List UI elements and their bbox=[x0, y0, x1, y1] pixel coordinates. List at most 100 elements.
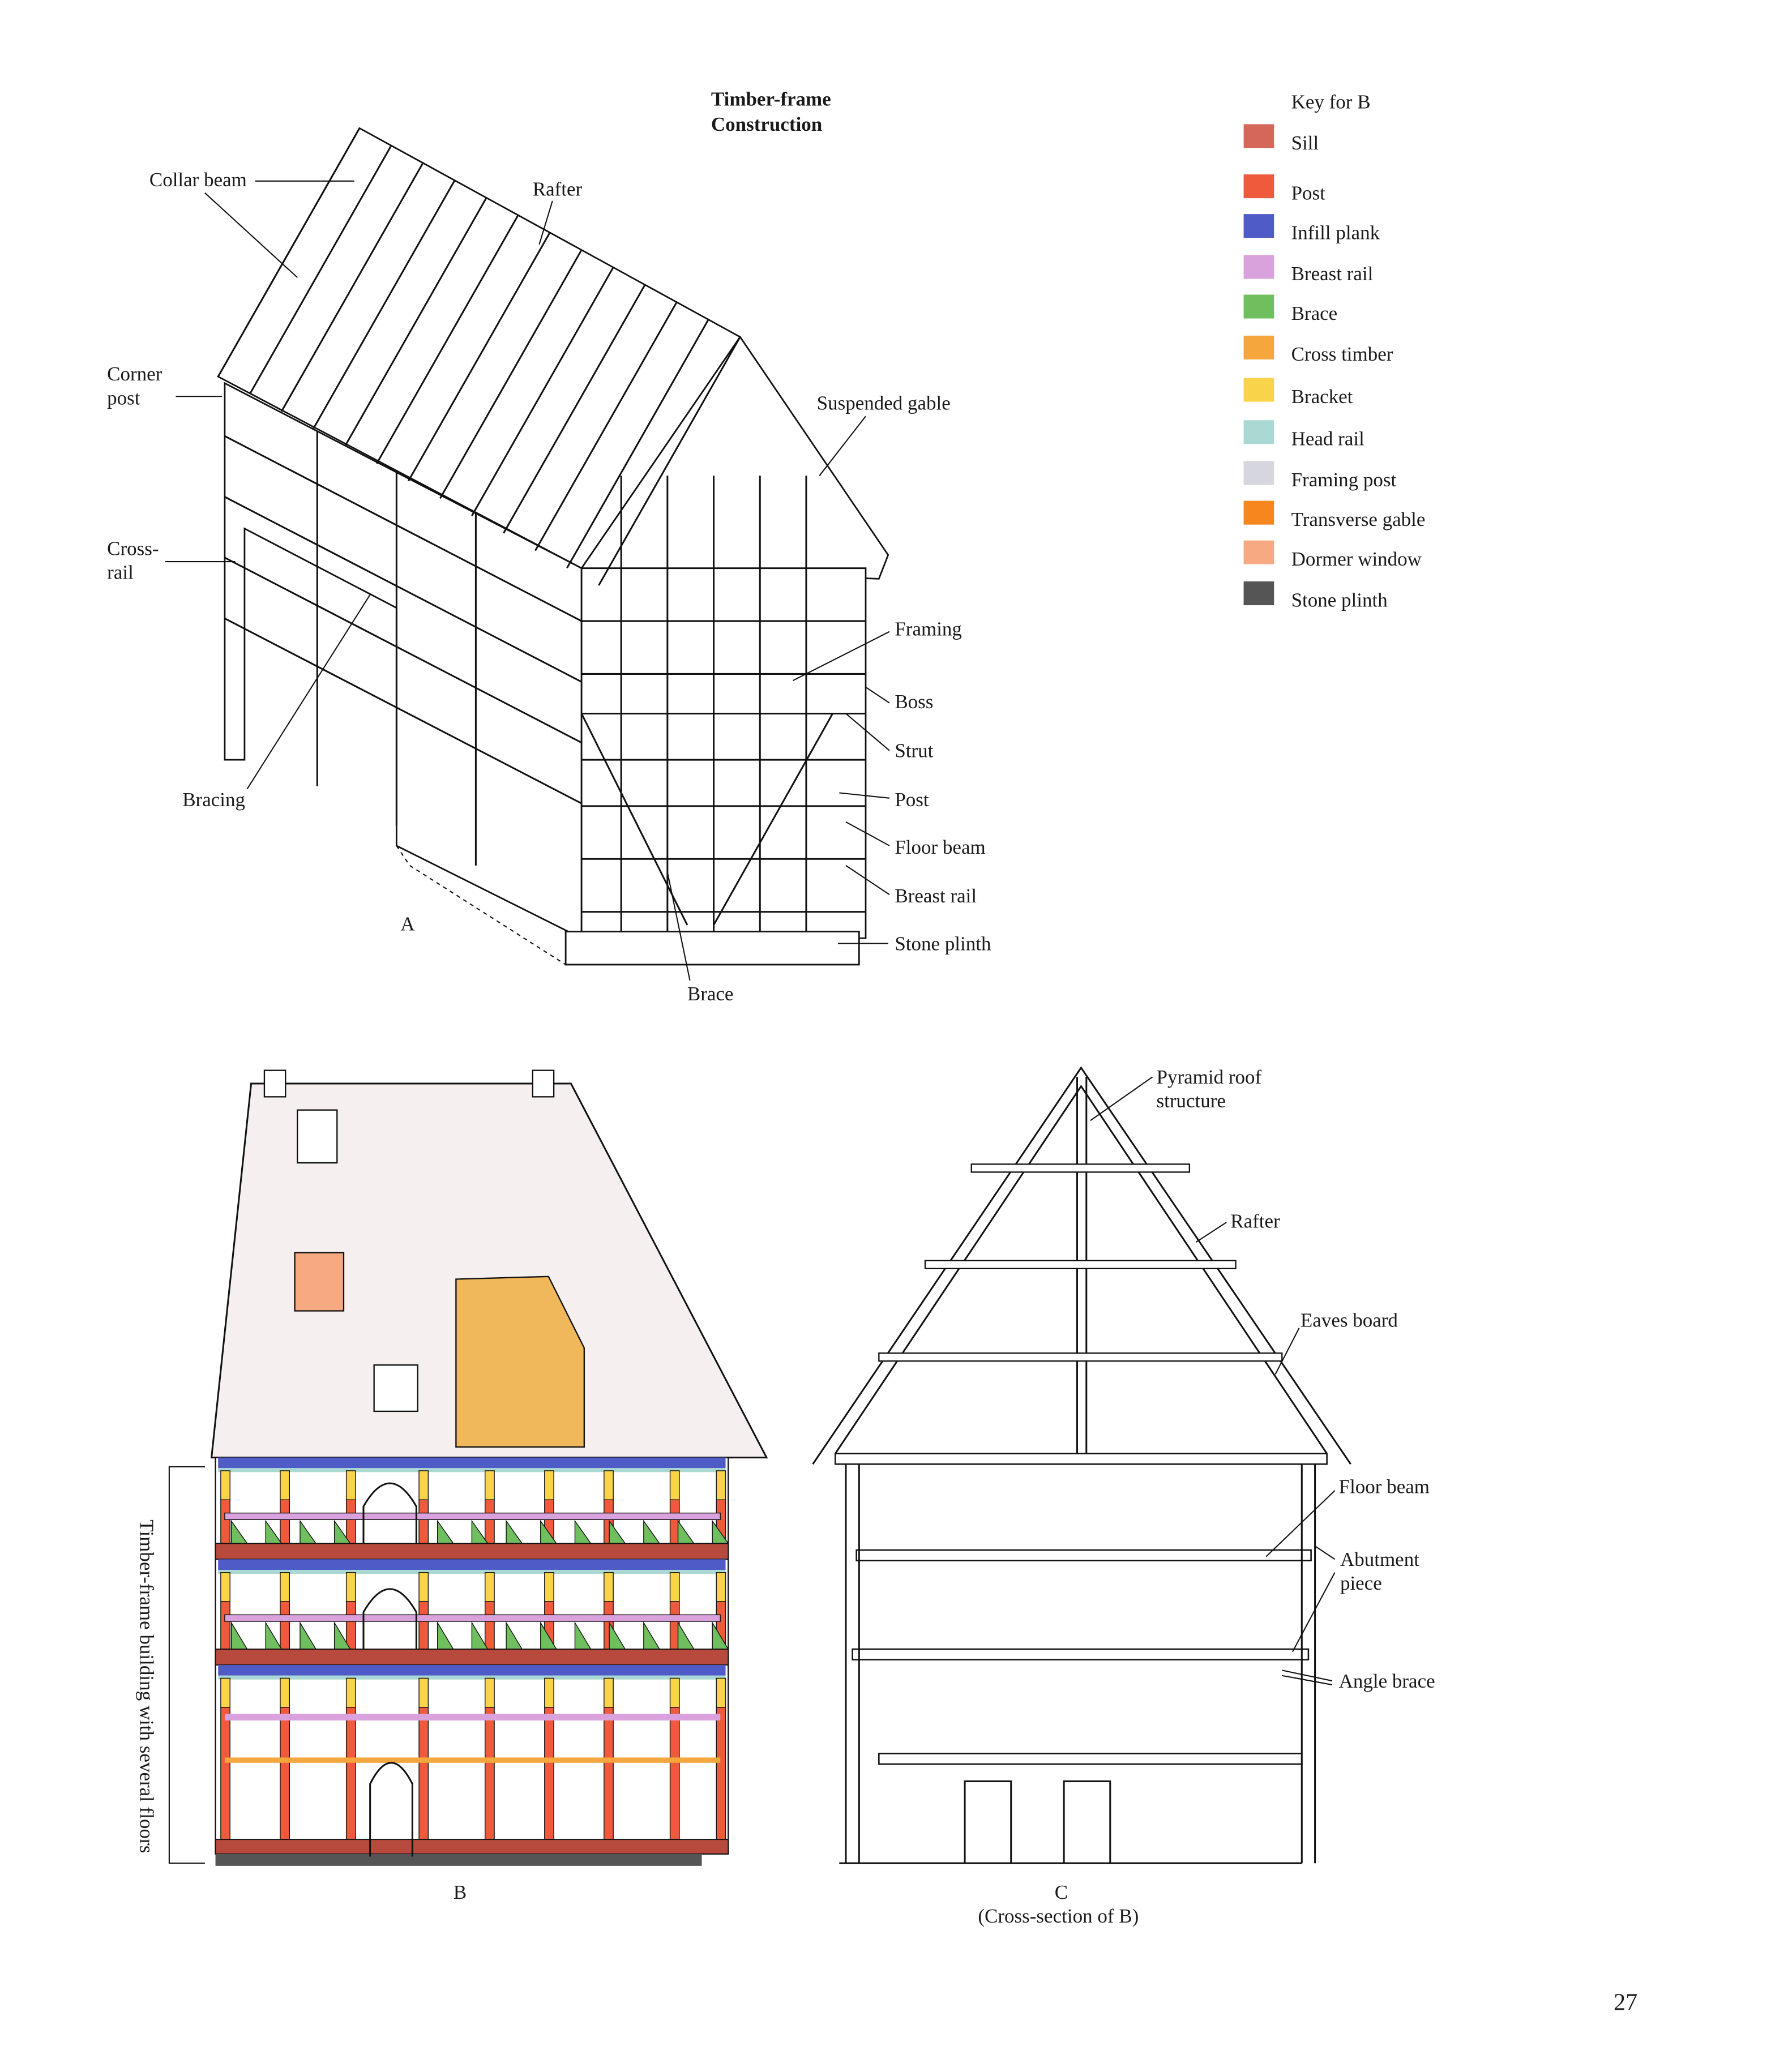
label-floor-beam-c: Floor beam bbox=[1339, 1476, 1430, 1498]
bracket bbox=[280, 1677, 290, 1708]
key-label: Head rail bbox=[1291, 428, 1365, 450]
key-swatch bbox=[1243, 420, 1274, 444]
key-label: Cross timber bbox=[1291, 343, 1393, 365]
bracket bbox=[669, 1470, 680, 1500]
key-swatch bbox=[1243, 124, 1274, 148]
bracket bbox=[669, 1677, 680, 1708]
figure-c-drawing bbox=[812, 1066, 1351, 1864]
figure-b-caption: B bbox=[454, 1881, 467, 1903]
breast-rail bbox=[224, 1614, 721, 1622]
key-label: Sill bbox=[1291, 132, 1319, 154]
figure-a-labels: Collar beam Rafter Corner post Cross- ra… bbox=[107, 169, 991, 1005]
post bbox=[280, 1601, 290, 1650]
cross-rail bbox=[224, 618, 582, 804]
label-rafter: Rafter bbox=[533, 178, 583, 200]
post bbox=[485, 1601, 495, 1650]
breast-rail bbox=[224, 1512, 721, 1521]
roof-hatch-lower bbox=[373, 1364, 418, 1412]
bracket bbox=[716, 1572, 726, 1602]
rafter bbox=[376, 215, 519, 464]
arch-window bbox=[362, 1482, 417, 1544]
brace bbox=[580, 713, 688, 926]
key-item: Dormer window bbox=[1243, 540, 1422, 570]
rafter bbox=[566, 319, 709, 569]
label-corner-post-1: Corner bbox=[107, 363, 162, 385]
key-item: Framing post bbox=[1243, 461, 1397, 491]
cross-rail bbox=[224, 496, 582, 683]
bracket bbox=[716, 1470, 726, 1500]
bracket bbox=[485, 1677, 495, 1708]
key-label: Transverse gable bbox=[1291, 508, 1426, 530]
figure-a-drawing bbox=[217, 127, 889, 966]
page-title: Timber-frame Construction bbox=[711, 88, 831, 135]
head-rail bbox=[218, 1675, 726, 1680]
figure-c-subcaption: (Cross-section of B) bbox=[978, 1905, 1139, 1927]
door-arch bbox=[369, 1762, 413, 1857]
rafter bbox=[217, 127, 361, 377]
key-label: Dormer window bbox=[1291, 548, 1422, 570]
rafter bbox=[408, 232, 551, 482]
bracket bbox=[485, 1470, 495, 1500]
chimney-left bbox=[263, 1069, 286, 1098]
label-pyramid-roof-1: Pyramid roof bbox=[1157, 1066, 1262, 1088]
bracket bbox=[604, 1677, 614, 1708]
transverse-gable-dormer bbox=[455, 1275, 585, 1448]
label-pyramid-roof-2: structure bbox=[1157, 1090, 1226, 1112]
key-swatch bbox=[1243, 174, 1274, 199]
post bbox=[418, 1601, 429, 1650]
bracket bbox=[220, 1677, 230, 1708]
suspended-gable bbox=[580, 335, 889, 580]
figure-c-labels: Pyramid roof structure Rafter Eaves boar… bbox=[978, 1066, 1435, 1927]
bracket bbox=[716, 1677, 726, 1708]
floor-beam bbox=[852, 1648, 1310, 1661]
roof bbox=[210, 1082, 768, 1459]
infill-plank bbox=[218, 1665, 726, 1676]
rafter bbox=[503, 284, 646, 534]
post bbox=[418, 1707, 429, 1855]
bracket bbox=[544, 1677, 554, 1708]
infill-plank bbox=[218, 1559, 726, 1570]
key-label: Brace bbox=[1291, 302, 1338, 324]
post bbox=[220, 1601, 230, 1650]
key-item: Cross timber bbox=[1243, 335, 1393, 365]
stone-plinth bbox=[215, 1853, 702, 1866]
key-item: Sill bbox=[1243, 124, 1319, 154]
figure-c-caption: C bbox=[1055, 1881, 1068, 1903]
title-line-1: Timber-frame bbox=[711, 88, 831, 110]
floor-beam bbox=[878, 1753, 1303, 1765]
roof-hatch bbox=[297, 1109, 338, 1164]
key-item: Breast rail bbox=[1243, 255, 1374, 285]
rafter bbox=[344, 197, 487, 447]
label-collar-beam: Collar beam bbox=[149, 169, 247, 191]
label-eaves-board: Eaves board bbox=[1301, 1309, 1398, 1332]
head-rail bbox=[218, 1570, 726, 1574]
rafter bbox=[312, 179, 456, 430]
bracket bbox=[220, 1572, 230, 1602]
post bbox=[418, 1499, 429, 1544]
label-post: Post bbox=[895, 789, 929, 811]
bracket bbox=[418, 1572, 429, 1602]
key-item: Transverse gable bbox=[1243, 500, 1426, 530]
cross-rail bbox=[224, 556, 582, 744]
post bbox=[280, 1707, 290, 1855]
post bbox=[604, 1707, 614, 1855]
key-swatch bbox=[1243, 500, 1274, 525]
key-label: Framing post bbox=[1291, 469, 1397, 491]
key-swatch bbox=[1243, 540, 1274, 564]
bracket bbox=[604, 1470, 614, 1500]
rafter bbox=[598, 336, 741, 586]
label-cross-rail-2: rail bbox=[107, 561, 134, 583]
key-title: Key for B bbox=[1291, 91, 1371, 113]
collar-beam bbox=[924, 1260, 1237, 1269]
post bbox=[544, 1707, 554, 1855]
label-abutment-2: piece bbox=[1340, 1572, 1382, 1594]
key-swatch bbox=[1243, 581, 1274, 606]
stone-plinth bbox=[564, 931, 860, 966]
breast-rail bbox=[224, 1714, 721, 1721]
figure-b-drawing bbox=[210, 1069, 768, 1866]
collar-beam bbox=[878, 1352, 1283, 1362]
label-stone-plinth: Stone plinth bbox=[895, 932, 991, 954]
floor-beam bbox=[855, 1549, 1312, 1561]
bracket bbox=[345, 1572, 356, 1602]
post bbox=[669, 1707, 680, 1855]
